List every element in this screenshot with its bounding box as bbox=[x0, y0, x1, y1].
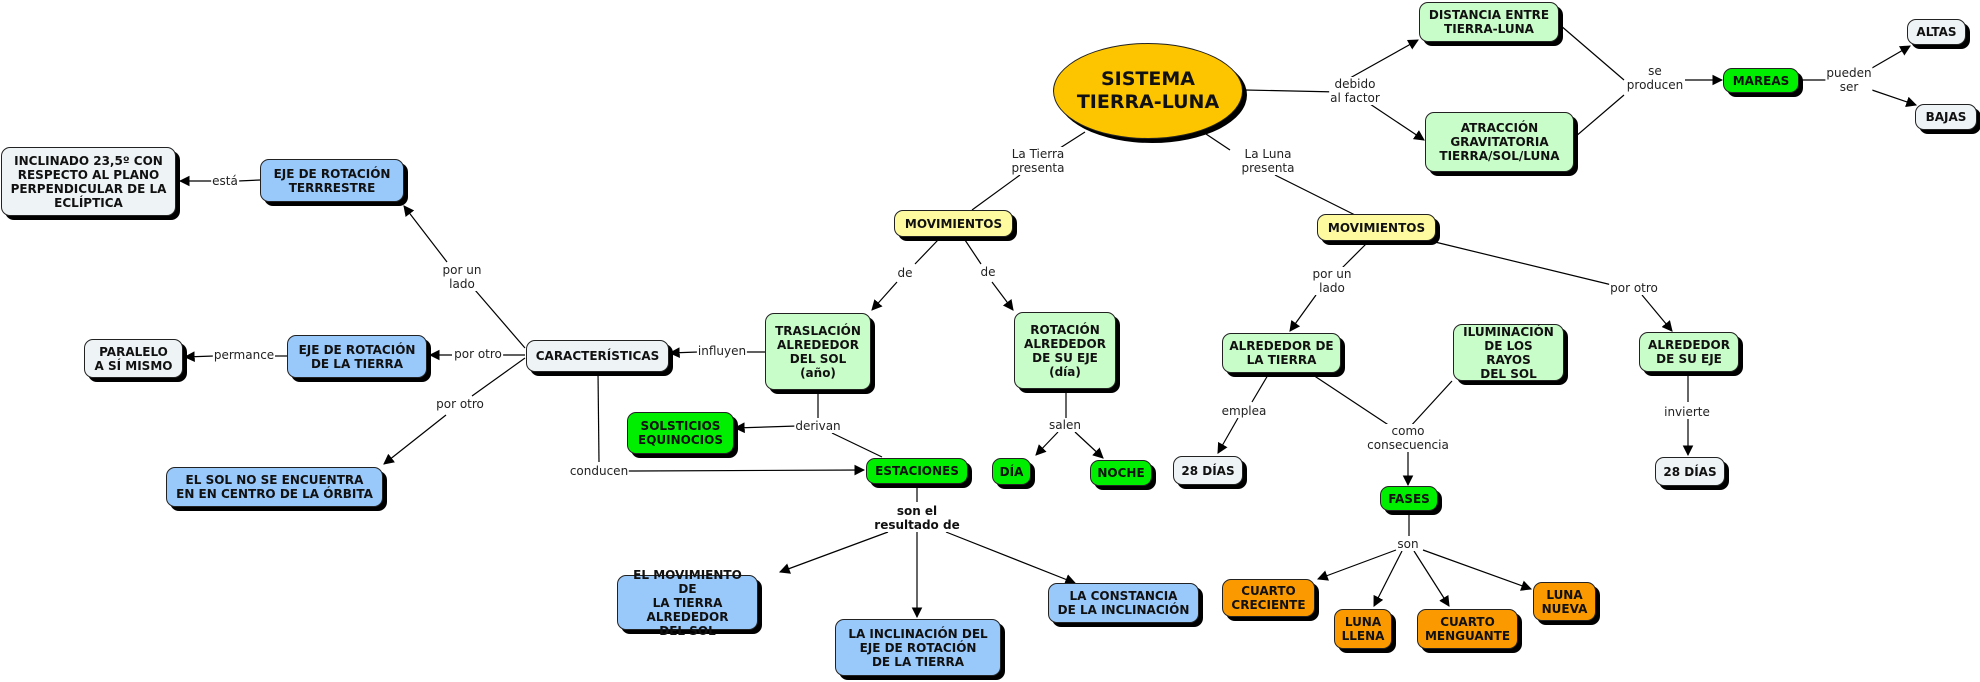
link-caract-porunlado bbox=[474, 289, 526, 349]
root-concept-node[interactable]: SISTEMA TIERRA-LUNA bbox=[1053, 43, 1243, 139]
link-caract-conducen bbox=[597, 371, 600, 463]
link-movluna-porotro bbox=[1434, 241, 1613, 286]
link-son-llena bbox=[1373, 550, 1403, 607]
label-consecuencia: como consecuencia bbox=[1366, 424, 1450, 452]
label-producen: se producen bbox=[1625, 64, 1685, 92]
inclinado-node[interactable]: INCLINADO 23,5º CON RESPECTO AL PLANO PE… bbox=[1, 147, 176, 216]
link-de1-traslacion bbox=[871, 281, 898, 311]
link-caract-porotro2 bbox=[471, 357, 526, 397]
paralelo-node[interactable]: PARALELO A SÍ MISMO bbox=[84, 339, 183, 378]
movimientos-luna-node[interactable]: MOVIMIENTOS bbox=[1317, 214, 1436, 241]
rotacion-node[interactable]: ROTACIÓN ALREDEDOR DE SU EJE (día) bbox=[1014, 312, 1116, 389]
link-mov-de2 bbox=[964, 239, 982, 265]
altas-node[interactable]: ALTAS bbox=[1907, 19, 1966, 45]
link-influyen-caract bbox=[668, 347, 699, 359]
link-porunlado-eje bbox=[403, 205, 448, 263]
link-root-luna bbox=[1202, 131, 1231, 151]
link-derivan-estaciones bbox=[831, 432, 883, 458]
link-alrtierra-emplea bbox=[1251, 374, 1269, 403]
iluminacion-node[interactable]: ILUMINACIÓN DE LOS RAYOS DEL SOL bbox=[1453, 324, 1564, 381]
movimientos-tierra-node[interactable]: MOVIMIENTOS bbox=[894, 210, 1013, 237]
inclinacion-eje-node[interactable]: LA INCLINACIÓN DEL EJE DE ROTACIÓN DE LA… bbox=[835, 619, 1001, 676]
dias-28-b-node[interactable]: 28 DÍAS bbox=[1655, 457, 1725, 486]
alrededor-tierra-node[interactable]: ALREDEDOR DE LA TIERRA bbox=[1222, 333, 1341, 373]
constancia-node[interactable]: LA CONSTANCIA DE LA INCLINACIÓN bbox=[1048, 583, 1199, 623]
mareas-node[interactable]: MAREAS bbox=[1723, 68, 1799, 93]
dias-28-a-node[interactable]: 28 DÍAS bbox=[1173, 456, 1243, 485]
label-de-1: de bbox=[896, 266, 914, 280]
link-root-debido bbox=[1244, 89, 1339, 93]
label-de-2: de bbox=[979, 265, 997, 279]
movimiento-tierra-sol-node[interactable]: EL MOVIMIENTO DE LA TIERRA ALREDEDOR DEL… bbox=[617, 568, 758, 638]
label-debido: debido al factor bbox=[1329, 77, 1381, 105]
eje-tierra-node[interactable]: EJE DE ROTACIÓN DE LA TIERRA bbox=[287, 335, 427, 378]
link-son-creciente bbox=[1316, 549, 1397, 581]
atraccion-node[interactable]: ATRACCIÓN GRAVITATORIA TIERRA/SOL/LUNA bbox=[1425, 112, 1574, 172]
link-alrtierra-consecuencia bbox=[1312, 374, 1394, 429]
link-salen-dia bbox=[1035, 431, 1059, 456]
link-iluminacion-consecuencia bbox=[1408, 380, 1453, 429]
link-conducen-estaciones bbox=[627, 464, 866, 476]
link-resultado-movimiento bbox=[778, 531, 889, 574]
label-por-otro-2: por otro bbox=[435, 397, 485, 411]
link-salen-noche bbox=[1074, 431, 1104, 459]
link-porotro-alreje bbox=[1641, 294, 1673, 332]
link-atraccion-producen bbox=[1574, 94, 1625, 138]
link-permance-paralelo bbox=[183, 351, 215, 363]
sol-orbita-node[interactable]: EL SOL NO SE ENCUENTRA EN EN CENTRO DE L… bbox=[166, 467, 383, 507]
label-emplea: emplea bbox=[1220, 404, 1268, 418]
eje-terrestre-node[interactable]: EJE DE ROTACIÓN TERRRESTRE bbox=[260, 159, 404, 202]
cuarto-creciente-node[interactable]: CUARTO CRECIENTE bbox=[1222, 579, 1315, 617]
estaciones-node[interactable]: ESTACIONES bbox=[866, 458, 968, 484]
link-son-menguante bbox=[1413, 550, 1450, 607]
label-resultado: son el resultado de bbox=[873, 504, 961, 532]
label-tierra-presenta: La Tierra presenta bbox=[1010, 147, 1066, 175]
link-mov-de1 bbox=[914, 239, 939, 265]
noche-node[interactable]: NOCHE bbox=[1090, 460, 1152, 486]
bajas-node[interactable]: BAJAS bbox=[1915, 104, 1977, 130]
label-derivan: derivan bbox=[794, 419, 842, 433]
link-porunlado-alrtierra bbox=[1289, 294, 1317, 332]
link-emplea-28a bbox=[1217, 417, 1239, 454]
link-porotro2-sol bbox=[383, 414, 447, 465]
link-derivan-solsticios bbox=[733, 422, 798, 434]
label-esta: está bbox=[211, 174, 239, 188]
caracteristicas-node[interactable]: CARACTERÍSTICAS bbox=[526, 340, 669, 372]
label-por-un-lado-2: por un lado bbox=[1311, 267, 1353, 295]
label-influyen: influyen bbox=[696, 344, 748, 358]
label-luna-presenta: La Luna presenta bbox=[1240, 147, 1296, 175]
link-tierra-mov bbox=[971, 174, 1021, 211]
label-por-un-lado-1: por un lado bbox=[441, 263, 483, 291]
link-son-nueva bbox=[1422, 549, 1533, 591]
link-de2-rotacion bbox=[991, 281, 1014, 311]
link-root-tierra bbox=[1059, 131, 1086, 149]
distancia-node[interactable]: DISTANCIA ENTRE TIERRA-LUNA bbox=[1419, 2, 1559, 42]
link-pueden-altas bbox=[1871, 45, 1911, 69]
label-por-otro-1: por otro bbox=[453, 347, 503, 361]
label-conducen: conducen bbox=[568, 464, 630, 478]
link-resultado-constancia bbox=[945, 531, 1077, 585]
label-invierte: invierte bbox=[1663, 405, 1711, 419]
link-debido-atraccion bbox=[1369, 103, 1425, 141]
solsticios-node[interactable]: SOLSTICIOS EQUINOCIOS bbox=[627, 412, 734, 454]
link-debido-distancia bbox=[1349, 39, 1419, 79]
link-movluna-porunlado bbox=[1339, 241, 1369, 271]
label-pueden: pueden ser bbox=[1825, 66, 1873, 94]
label-por-otro-3: por otro bbox=[1609, 281, 1659, 295]
label-son: son bbox=[1396, 537, 1420, 551]
link-luna-mov bbox=[1274, 174, 1356, 216]
alrededor-eje-node[interactable]: ALREDEDOR DE SU EJE bbox=[1639, 332, 1739, 372]
luna-llena-node[interactable]: LUNA LLENA bbox=[1334, 609, 1392, 649]
link-distancia-producen bbox=[1559, 24, 1625, 81]
label-permance: permance bbox=[212, 348, 276, 362]
fases-node[interactable]: FASES bbox=[1380, 486, 1438, 511]
label-salen: salen bbox=[1048, 418, 1082, 432]
dia-node[interactable]: DÍA bbox=[992, 458, 1031, 485]
link-pueden-bajas bbox=[1871, 89, 1918, 107]
cuarto-menguante-node[interactable]: CUARTO MENGUANTE bbox=[1417, 609, 1518, 649]
luna-nueva-node[interactable]: LUNA NUEVA bbox=[1533, 582, 1596, 621]
traslacion-node[interactable]: TRASLACIÓN ALREDEDOR DEL SOL (año) bbox=[765, 313, 871, 390]
link-eje-esta bbox=[237, 179, 261, 182]
